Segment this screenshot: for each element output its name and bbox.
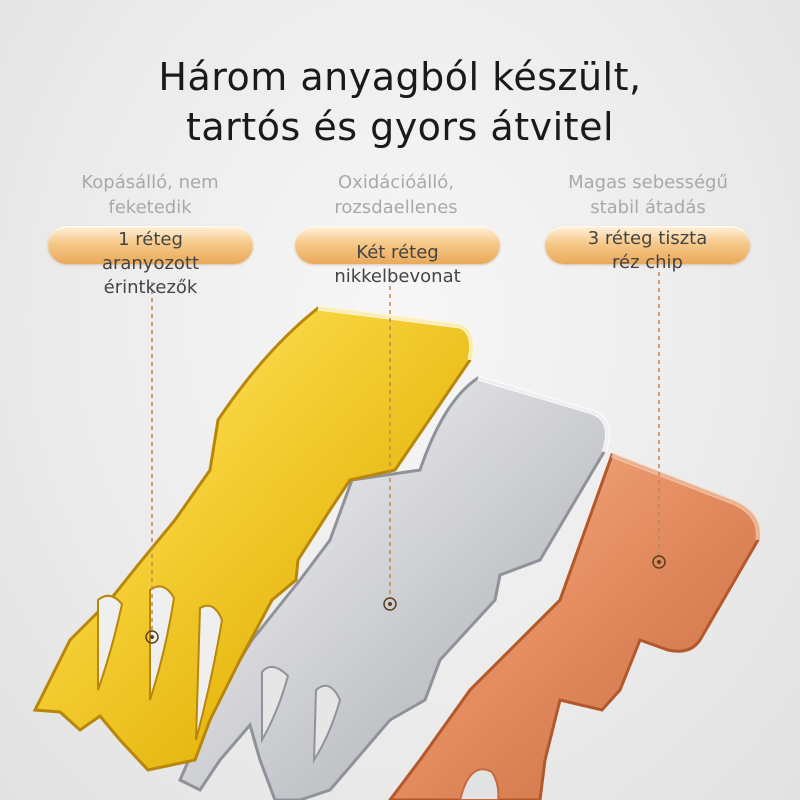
feature-nickel: Oxidációálló, rozsdaellenes (286, 170, 506, 220)
label-nickel: Két réteg nikkelbevonat (295, 241, 500, 289)
label-pill-copper (545, 226, 750, 264)
copper-layer (388, 452, 761, 800)
headline-line-1: Három anyagból készült, (158, 55, 642, 99)
callout-marker-nickel (383, 597, 397, 611)
label-pill-nickel (295, 226, 500, 264)
label-text: 1 réteg (118, 229, 183, 250)
label-gold: 1 réteg aranyozott érintkezők (48, 228, 253, 300)
feature-gold: Kopásálló, nem feketedik (40, 170, 260, 220)
feature-text: rozsdaellenes (334, 197, 458, 218)
feature-text: Oxidációálló, (338, 172, 454, 193)
callout-marker-copper (652, 555, 666, 569)
label-text: érintkezők (103, 277, 198, 298)
feature-text: feketedik (108, 197, 192, 218)
label-text: nikkelbevonat (334, 266, 461, 287)
label-copper: 3 réteg tiszta réz chip (545, 227, 750, 275)
label-text: 3 réteg tiszta (587, 228, 708, 249)
headline-line-2: tartós és gyors átvitel (185, 105, 614, 149)
gold-layer (32, 305, 475, 772)
feature-text: stabil átadás (590, 197, 706, 218)
label-text: Két réteg (356, 242, 439, 263)
feature-text: Kopásálló, nem (81, 172, 219, 193)
feature-text: Magas sebességű (568, 172, 728, 193)
nickel-layer (178, 375, 610, 800)
label-text: réz chip (612, 252, 683, 273)
label-pill-gold (48, 226, 253, 264)
feature-copper: Magas sebességű stabil átadás (538, 170, 758, 220)
label-text: aranyozott (101, 253, 200, 274)
callout-marker-gold (145, 630, 159, 644)
